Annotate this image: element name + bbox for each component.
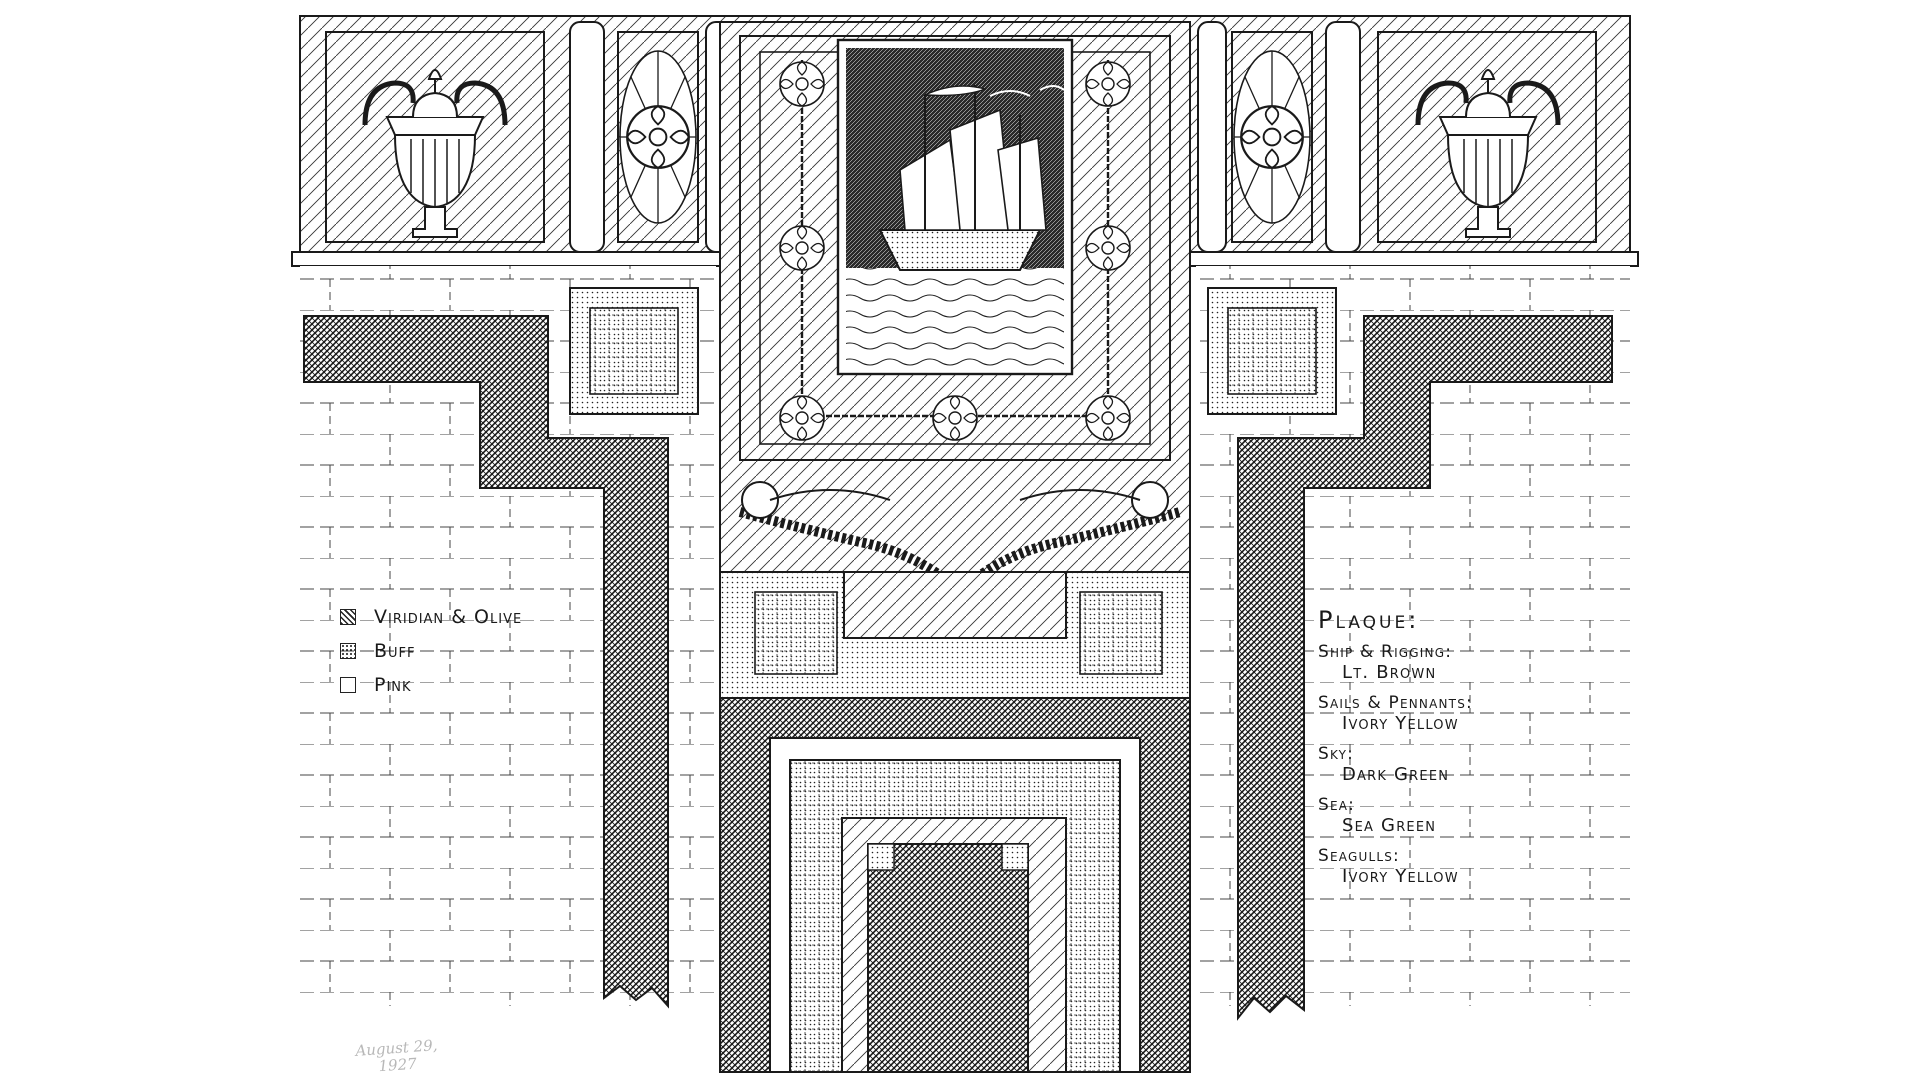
plaque-title: Plaque: bbox=[1318, 606, 1420, 634]
plaque-entry-key: Sky: bbox=[1318, 744, 1355, 764]
plaque-entry-value: Ivory Yellow bbox=[1342, 713, 1459, 734]
legend-label-pink: Pink bbox=[374, 674, 412, 696]
legend-label-viridian: Viridian & Olive bbox=[374, 606, 523, 628]
buff-swatch-icon bbox=[340, 643, 356, 659]
plaque-entry: Sails & Pennants: Ivory Yellow bbox=[1318, 693, 1473, 734]
plaque-entry-value: Sea Green bbox=[1342, 815, 1437, 836]
plaque-entry-value: Ivory Yellow bbox=[1342, 866, 1459, 887]
ship-plaque bbox=[836, 38, 1074, 376]
plaque-entry-value: Lt. Brown bbox=[1342, 662, 1437, 683]
color-legend: Viridian & Olive Buff Pink bbox=[340, 600, 522, 702]
plaque-entry-key: Ship & Rigging: bbox=[1318, 642, 1453, 662]
plaque-entry: Ship & Rigging: Lt. Brown bbox=[1318, 642, 1473, 683]
plaque-entry: Sky: Dark Green bbox=[1318, 744, 1473, 785]
palmette-ornament-left bbox=[620, 51, 696, 223]
garland-ornament bbox=[738, 481, 1182, 599]
plaque-entry-key: Sea: bbox=[1318, 795, 1356, 815]
plaque-entry-key: Seagulls: bbox=[1318, 846, 1400, 866]
viridian-swatch-icon bbox=[340, 609, 356, 625]
legend-label-buff: Buff bbox=[374, 640, 416, 662]
plaque-notes: Plaque: Ship & Rigging: Lt. Brown Sails … bbox=[1318, 606, 1473, 897]
legend-item-buff: Buff bbox=[340, 634, 522, 668]
stepped-border-right bbox=[1237, 315, 1613, 1021]
palmette-ornament-right bbox=[1234, 51, 1310, 223]
plaque-entry-value: Dark Green bbox=[1342, 764, 1450, 785]
pink-swatch-icon bbox=[340, 677, 356, 693]
firebox-opening bbox=[867, 843, 1029, 1073]
plaque-entry: Seagulls: Ivory Yellow bbox=[1318, 846, 1473, 887]
plaque-entry-key: Sails & Pennants: bbox=[1318, 693, 1473, 713]
legend-item-viridian: Viridian & Olive bbox=[340, 600, 522, 634]
legend-item-pink: Pink bbox=[340, 668, 522, 702]
date-signature: August 29, 1927 bbox=[355, 1036, 439, 1077]
stepped-border-left bbox=[303, 315, 669, 1009]
plaque-entry: Sea: Sea Green bbox=[1318, 795, 1473, 836]
